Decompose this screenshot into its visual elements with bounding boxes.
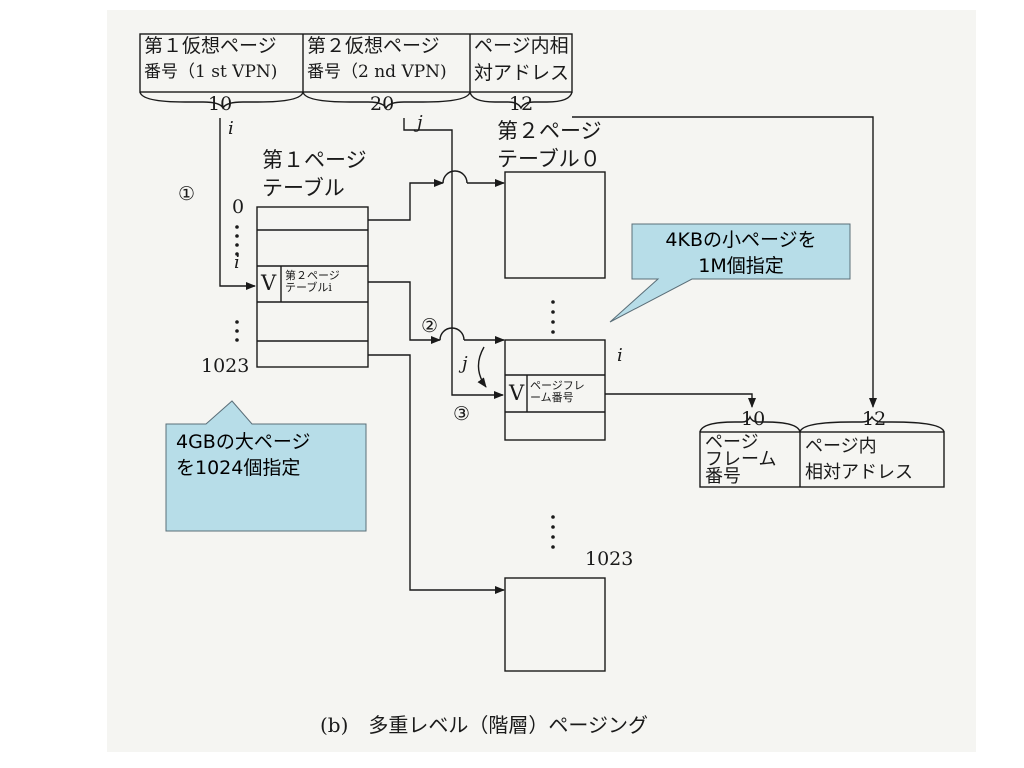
- callout-small-pages: 4KBの小ページを 1M個指定: [632, 228, 850, 279]
- brace-vpn2: [302, 91, 471, 110]
- index-var-i: i: [228, 118, 234, 139]
- vpn2-bits: 20: [370, 93, 395, 115]
- callout-large-pages-line2: を1024個指定: [176, 456, 301, 479]
- brace-vpn1: [139, 91, 304, 110]
- first-table-index-1023: 1023: [201, 355, 250, 377]
- second-table-entry-label: ページフレ ーム番号: [530, 380, 585, 403]
- second-table-index-i: i: [617, 345, 623, 366]
- callout-large-pages: 4GBの大ページ を1024個指定: [176, 430, 310, 481]
- physical-frame-label-line1: ページ: [705, 432, 759, 453]
- first-page-table: [256, 206, 369, 368]
- vpn2-label-line1: 第２仮想ページ: [307, 35, 440, 57]
- vpn1-label-line2: 番号（1 st VPN): [144, 62, 278, 82]
- second-page-table-0: [504, 171, 606, 279]
- physical-offset-bits: 12: [862, 408, 887, 430]
- physical-address-box: [699, 431, 945, 488]
- second-page-table-1023: [504, 577, 606, 672]
- physical-frame-label-line3: 番号: [705, 466, 741, 487]
- virtual-address-box: [139, 33, 573, 93]
- callout-small-pages-line2: 1M個指定: [698, 254, 784, 277]
- offset-bits: 12: [509, 93, 534, 115]
- arrow-entry0-to-table0: [368, 179, 444, 221]
- first-table-title-line1: 第１ページ: [262, 148, 367, 172]
- vpn1-bits: 10: [208, 93, 233, 115]
- brace-offset: [469, 91, 573, 110]
- offset-label-line1: ページ内相: [474, 35, 569, 57]
- j-curve-arrow: [477, 346, 487, 388]
- callout-small-pages-line1: 4KBの小ページを: [665, 229, 817, 251]
- arrow-j-path: [403, 118, 504, 399]
- physical-offset-label-line1: ページ内: [805, 436, 877, 457]
- step-3-marker: ③: [453, 403, 471, 425]
- arrow-offset-to-physical: [572, 116, 877, 408]
- index-var-j: j: [417, 112, 423, 133]
- step-2-marker: ②: [421, 315, 439, 337]
- offset-label-line2: 対アドレス: [474, 62, 570, 84]
- second-table-index-1023: 1023: [585, 548, 634, 570]
- step-1-marker: ①: [178, 183, 196, 205]
- second-table-entry-label-line2: ーム番号: [530, 390, 574, 404]
- arrow-entry1023-to-last-table: [368, 354, 505, 594]
- first-table-entry-label-line1: 第２ページ: [285, 269, 340, 282]
- first-table-entry-label: 第２ページ テーブルi: [285, 270, 340, 293]
- second-table-title-line1: 第２ページ: [497, 119, 602, 143]
- callout-large-pages-shape: [165, 400, 367, 532]
- physical-offset-label-line2: 相対アドレス: [805, 462, 913, 483]
- scanned-figure-background: [107, 10, 976, 752]
- first-table-entry-valid-bit: V: [261, 271, 277, 295]
- arrow-frame-to-physical: [605, 393, 756, 408]
- second-page-table-i: [504, 339, 606, 441]
- first-table-index-0: 0: [232, 196, 245, 218]
- vpn2-label-line2: 番号（2 nd VPN): [307, 62, 447, 82]
- first-table-title-line2: テーブル: [262, 176, 345, 200]
- second-table-entry-valid-bit: V: [509, 381, 525, 405]
- second-table-entry-label-line1: ページフレ: [530, 379, 585, 392]
- second-table-index-j: j: [462, 353, 468, 374]
- physical-frame-label-line2: フレーム: [705, 449, 777, 470]
- brace-frame: [699, 415, 801, 433]
- first-table-index-i: i: [234, 252, 240, 273]
- arrow-entryi-to-tablei: [368, 281, 441, 344]
- physical-frame-bits: 10: [741, 408, 766, 430]
- vpn1-label-line1: 第１仮想ページ: [144, 35, 277, 57]
- callout-large-pages-line1: 4GBの大ページ: [176, 431, 311, 453]
- second-table-title-line2: テーブル０: [497, 147, 601, 171]
- first-table-entry-label-line2: テーブルi: [285, 280, 332, 294]
- arrow-i-to-first-table: [219, 118, 256, 290]
- callout-small-pages-shape: [609, 223, 851, 323]
- brace-physical-offset: [799, 415, 945, 433]
- figure-caption: (b) 多重レベル（階層）ページング: [320, 713, 649, 737]
